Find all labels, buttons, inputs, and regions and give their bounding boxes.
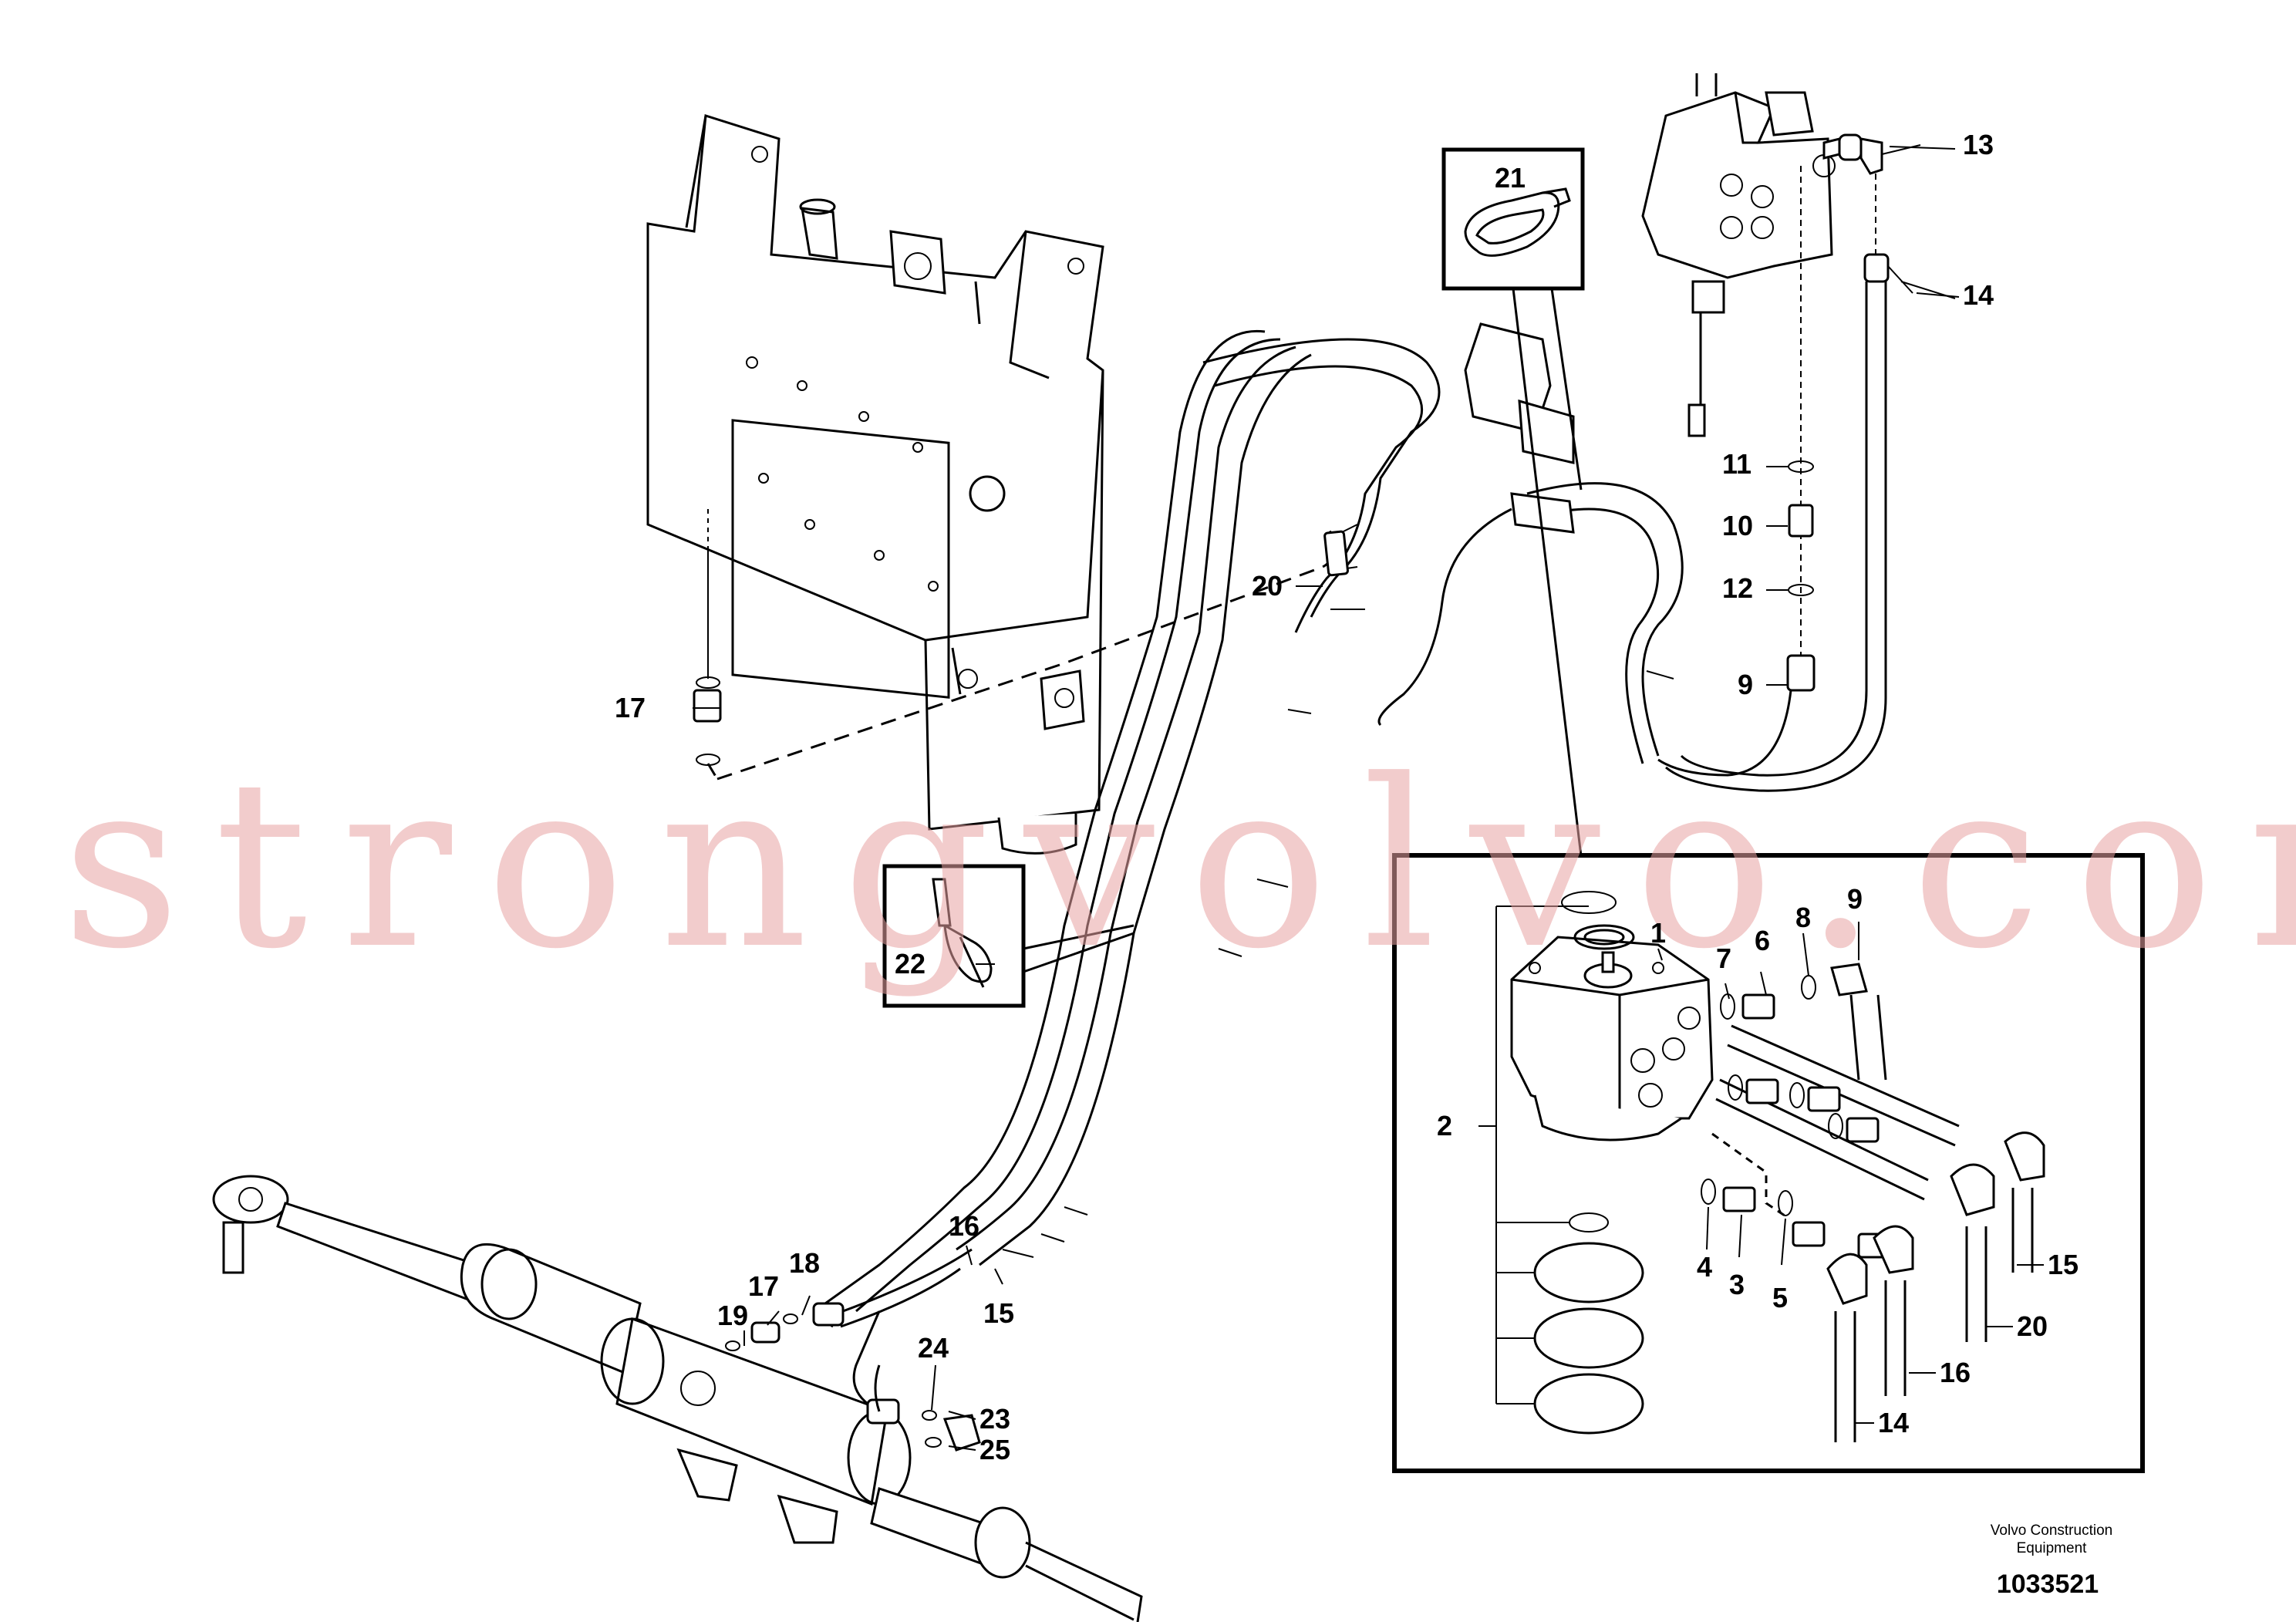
steering-unit-detail <box>1392 853 2145 1473</box>
callout-labels: 13 14 11 10 12 9 21 20 17 22 1 2 7 6 8 9… <box>615 129 2079 1465</box>
callout-20-main: 20 <box>1252 570 1283 602</box>
callout-16-main: 16 <box>949 1210 979 1242</box>
cable-tie-detail-22 <box>882 864 1135 1008</box>
steering-cylinder <box>212 1175 1143 1622</box>
callout-19: 19 <box>717 1300 748 1331</box>
callout-18: 18 <box>789 1247 820 1279</box>
brand-line-2: Equipment <box>2017 1540 2088 1556</box>
callout-23: 23 <box>979 1403 1010 1435</box>
callout-24: 24 <box>918 1332 949 1364</box>
brand-line-1: Volvo Construction <box>1991 1523 2112 1539</box>
callout-8: 8 <box>1795 902 1811 933</box>
callout-10: 10 <box>1722 510 1753 541</box>
callout-9-detail: 9 <box>1847 883 1863 915</box>
callout-14-main: 14 <box>1963 279 1994 311</box>
callout-25: 25 <box>979 1434 1010 1465</box>
leader-lines <box>693 146 2044 1451</box>
callout-14-detail: 14 <box>1878 1407 1909 1438</box>
callout-12: 12 <box>1722 572 1753 604</box>
callout-15-detail: 15 <box>2048 1249 2079 1280</box>
callout-13: 13 <box>1963 129 1994 160</box>
watermark-text: strongvolvo.com <box>62 730 2296 1000</box>
callout-22: 22 <box>895 948 925 980</box>
callout-1: 1 <box>1650 917 1666 949</box>
callout-6: 6 <box>1755 925 1770 956</box>
callout-5: 5 <box>1772 1282 1788 1313</box>
callout-20-detail: 20 <box>2017 1310 2048 1342</box>
callout-21: 21 <box>1495 162 1526 194</box>
callout-17-cyl: 17 <box>748 1270 779 1302</box>
callout-15-main: 15 <box>983 1297 1014 1329</box>
callout-7: 7 <box>1716 943 1731 974</box>
callout-17-tank: 17 <box>615 692 646 723</box>
control-valve <box>1641 73 1836 437</box>
callout-4: 4 <box>1697 1251 1712 1283</box>
callout-2: 2 <box>1437 1110 1452 1141</box>
document-number: 1033521 <box>1997 1570 2099 1599</box>
hose-bundle <box>818 322 1684 1328</box>
footer-block: Volvo Construction Equipment 1033521 <box>1991 1523 2112 1599</box>
callout-16-detail: 16 <box>1940 1357 1971 1388</box>
clamp-detail-21 <box>1441 147 1585 857</box>
callout-11: 11 <box>1722 448 1752 480</box>
fitting-stack-9-12 <box>1657 166 1816 777</box>
fittings-13-14 <box>1665 133 1960 792</box>
callout-9-main: 9 <box>1738 669 1753 700</box>
hydraulic-tank <box>646 114 1104 855</box>
callout-3: 3 <box>1729 1269 1745 1300</box>
tank-fitting-17 <box>693 509 722 780</box>
